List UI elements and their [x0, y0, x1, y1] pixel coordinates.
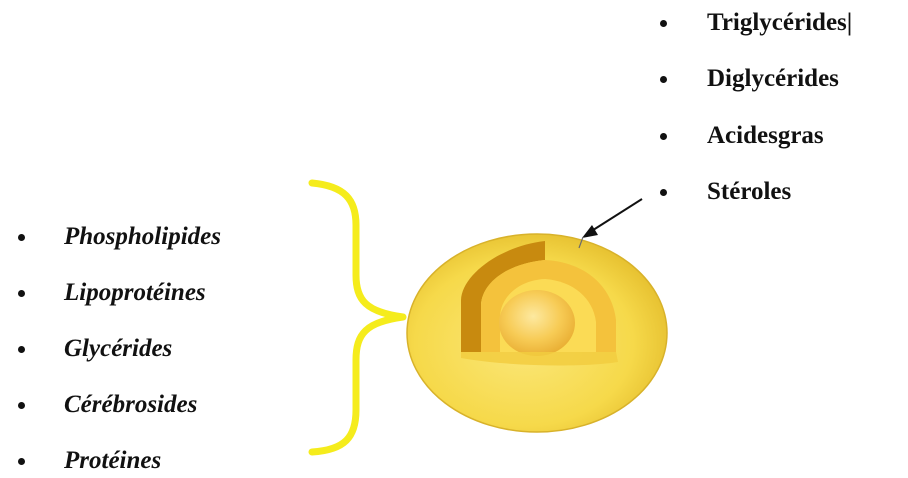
- arrow-shaft: [590, 199, 642, 232]
- list-item: Cérébrosides: [64, 390, 197, 420]
- bullet-icon: [660, 76, 667, 83]
- list-item: Phospholipides: [64, 222, 221, 252]
- arrow-head: [582, 225, 598, 238]
- list-item: Diglycérides: [707, 64, 839, 94]
- bullet-icon: [18, 234, 25, 241]
- list-item: Triglycérides|: [707, 8, 852, 38]
- list-item: Stéroles: [707, 177, 791, 207]
- bullet-icon: [18, 402, 25, 409]
- list-item: Acidesgras: [707, 121, 824, 151]
- list-item: Glycérides: [64, 334, 172, 364]
- bullet-icon: [18, 346, 25, 353]
- list-item: Protéines: [64, 446, 161, 476]
- bullet-icon: [18, 458, 25, 465]
- curly-brace: [312, 183, 403, 452]
- bullet-icon: [660, 189, 667, 196]
- bullet-icon: [660, 133, 667, 140]
- core-sphere: [499, 290, 575, 356]
- list-item: Lipoprotéines: [64, 278, 206, 308]
- bullet-icon: [18, 290, 25, 297]
- bullet-icon: [660, 20, 667, 27]
